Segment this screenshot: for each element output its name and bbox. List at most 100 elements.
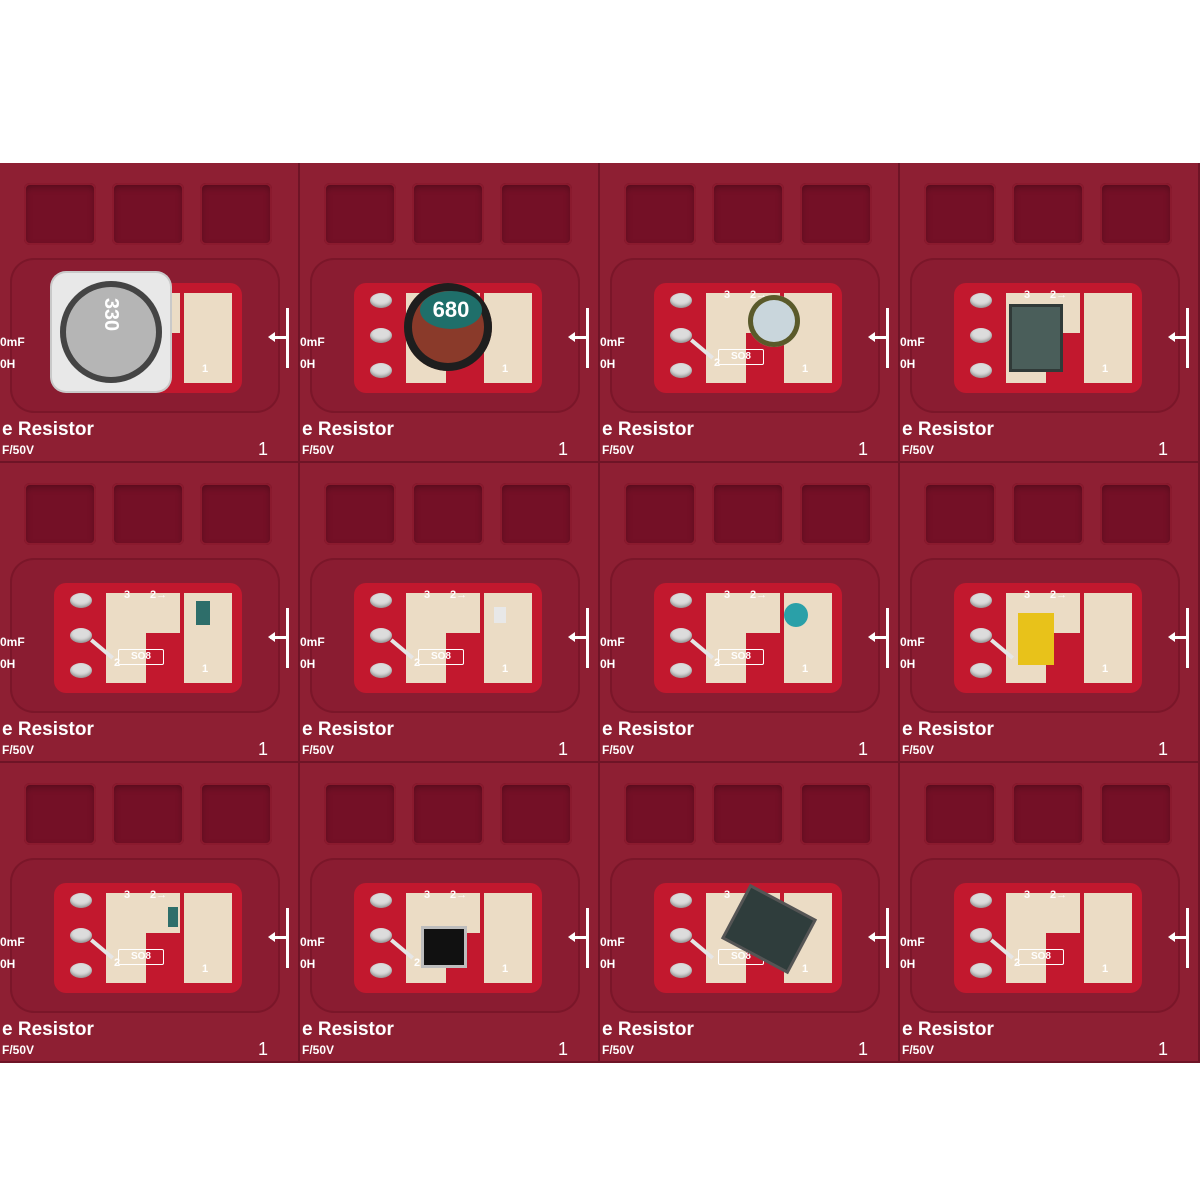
mount-hole	[670, 893, 692, 908]
cell-quantity: 1	[258, 739, 269, 759]
pin-marker: 2→	[450, 889, 468, 901]
cell-title: e Resistor	[902, 1019, 994, 1040]
pcb-footprint: 3 2→ 1 SO8	[654, 883, 842, 993]
side-label: 0mF 0H	[0, 631, 25, 675]
side-label-bottom: 0H	[300, 957, 316, 971]
pin-marker: 3	[424, 889, 431, 901]
pad	[484, 933, 532, 983]
pad	[1084, 893, 1132, 933]
mount-hole	[70, 663, 92, 678]
pin-marker: 2→	[150, 589, 168, 601]
tray-cell: 1 680 0mF 0H e Resistor F/50V 1	[300, 163, 600, 463]
pocket	[200, 183, 272, 245]
side-label-bottom: 0H	[600, 957, 616, 971]
tray-cell: 3 2→ 1 0mF 0H e Resistor F/50V 1	[900, 463, 1200, 763]
pin-marker: 2	[414, 957, 421, 969]
arrow-icon	[268, 908, 290, 968]
cell-title: e Resistor	[902, 419, 994, 440]
pad	[1084, 933, 1132, 983]
mount-hole	[970, 628, 992, 643]
mount-hole	[970, 328, 992, 343]
side-label-bottom: 0H	[300, 657, 316, 671]
cell-title: e Resistor	[2, 1019, 94, 1040]
footprint-label: SO8	[1018, 949, 1064, 965]
cell-subtitle: F/50V	[602, 743, 635, 757]
tray-cell: 3 2→ 2 1 0mF 0H e Resistor F/50V 1	[300, 763, 600, 1063]
smd-component	[196, 601, 210, 625]
side-label-bottom: 0H	[600, 357, 616, 371]
pocket	[800, 783, 872, 845]
pin-marker: 3	[724, 889, 731, 901]
pin-marker: 2→	[750, 589, 768, 601]
pocket	[24, 483, 96, 545]
arrow-icon	[268, 308, 290, 368]
side-label: 0mF 0H	[600, 931, 625, 975]
pcb-footprint: 3 2→ 2 1 SO8	[54, 583, 242, 693]
side-label: 0mF 0H	[900, 331, 925, 375]
pocket	[112, 183, 184, 245]
mount-hole	[670, 293, 692, 308]
pocket	[712, 183, 784, 245]
side-label-top: 0mF	[300, 335, 325, 349]
mount-hole	[370, 328, 392, 343]
component-tray-grid: 1 330 0mF 0H e Resistor F/50V 1 1	[0, 163, 1200, 1063]
pin-marker: 1	[1102, 663, 1109, 675]
mount-hole	[70, 628, 92, 643]
pad	[484, 593, 532, 633]
pin-marker: 1	[802, 363, 809, 375]
side-label-top: 0mF	[300, 935, 325, 949]
pad	[784, 333, 832, 383]
arrow-icon	[868, 608, 890, 668]
side-label: 0mF 0H	[900, 631, 925, 675]
mount-hole	[670, 363, 692, 378]
side-label-bottom: 0H	[0, 357, 16, 371]
pcb-footprint: 3 2→ 2 1 SO8	[54, 883, 242, 993]
pocket	[500, 783, 572, 845]
cell-title: e Resistor	[2, 719, 94, 740]
side-label-top: 0mF	[900, 635, 925, 649]
side-label-top: 0mF	[300, 635, 325, 649]
mount-hole	[670, 663, 692, 678]
mount-hole	[970, 963, 992, 978]
pocket	[324, 783, 396, 845]
arrow-icon	[868, 308, 890, 368]
side-label: 0mF 0H	[300, 331, 325, 375]
cell-subtitle: F/50V	[602, 1043, 635, 1057]
mount-hole	[70, 893, 92, 908]
pin-marker: 2→	[450, 589, 468, 601]
cell-subtitle: F/50V	[302, 443, 335, 457]
arrow-icon	[868, 908, 890, 968]
mount-hole	[670, 593, 692, 608]
footprint-label: SO8	[718, 649, 764, 665]
side-label-top: 0mF	[600, 335, 625, 349]
mount-hole	[970, 363, 992, 378]
side-label-bottom: 0H	[900, 957, 916, 971]
mount-hole	[970, 893, 992, 908]
mount-hole	[70, 963, 92, 978]
pin-marker: 2	[114, 657, 121, 669]
soic-8-chip	[424, 929, 464, 965]
pin-marker: 3	[724, 289, 731, 301]
pocket	[924, 783, 996, 845]
pin-marker: 1	[502, 363, 509, 375]
pocket	[1100, 783, 1172, 845]
pad	[1084, 293, 1132, 333]
mount-hole	[970, 293, 992, 308]
pin-marker: 2→	[150, 889, 168, 901]
mount-hole	[670, 963, 692, 978]
tray-cell: 3 2→ 1 SO8 0mF 0H e Resistor F/50V 1	[600, 763, 900, 1063]
cell-title: e Resistor	[302, 1019, 394, 1040]
pin-marker: 2	[414, 657, 421, 669]
mount-hole	[370, 928, 392, 943]
pcb-footprint: 3 2→ 2 1 SO8	[654, 583, 842, 693]
tantalum-capacitor	[1018, 613, 1054, 665]
pcb-footprint: 3 2→ 2 1 SO8	[654, 283, 842, 393]
tray-cell: 3 2→ 1 0mF 0H e Resistor F/50V 1	[900, 163, 1200, 463]
cell-quantity: 1	[858, 1039, 869, 1059]
cell-subtitle: F/50V	[2, 443, 35, 457]
side-label: 0mF 0H	[600, 331, 625, 375]
side-label-bottom: 0H	[300, 357, 316, 371]
pocket	[624, 483, 696, 545]
pin-marker: 2	[714, 657, 721, 669]
pin-marker: 1	[202, 963, 209, 975]
